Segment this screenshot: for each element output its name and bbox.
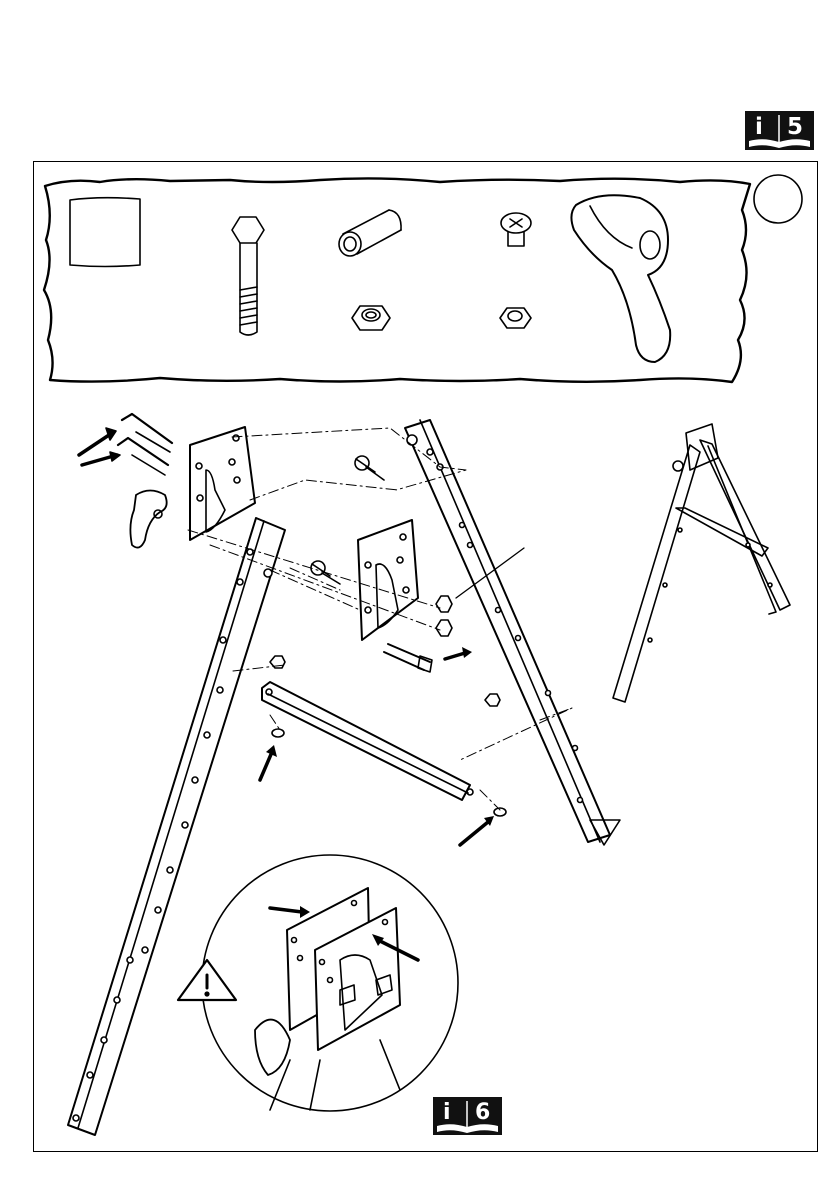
detail-circle [202,855,458,1111]
hex-nut-small-icon [500,308,531,328]
arrows [260,653,488,845]
info-badge-bottom: i 6 [433,1097,502,1135]
hex-nut-large-icon [352,306,390,330]
spacer-tube-icon [339,210,401,256]
parts-tray [44,175,802,382]
cross-brace [262,682,473,800]
phillips-screw-icon [501,213,531,246]
empty-circle-icon [754,175,802,223]
badge-letter: i [443,1100,451,1125]
callout-line [456,548,524,598]
clamp-lever-icon [571,195,670,362]
spacers [311,456,384,584]
badge-number: 6 [475,1100,490,1125]
nuts-and-bolts [270,596,506,816]
arrow-head-icon [462,647,472,658]
bolt-icon [232,217,264,335]
center-plate [358,520,418,640]
construction-lines [188,428,572,810]
right-legs [405,420,620,845]
left-leg [68,518,285,1135]
left-plate [79,414,255,540]
assembled-stand [613,424,790,702]
warning-triangle-icon [178,960,236,1000]
small-lever [130,491,166,548]
